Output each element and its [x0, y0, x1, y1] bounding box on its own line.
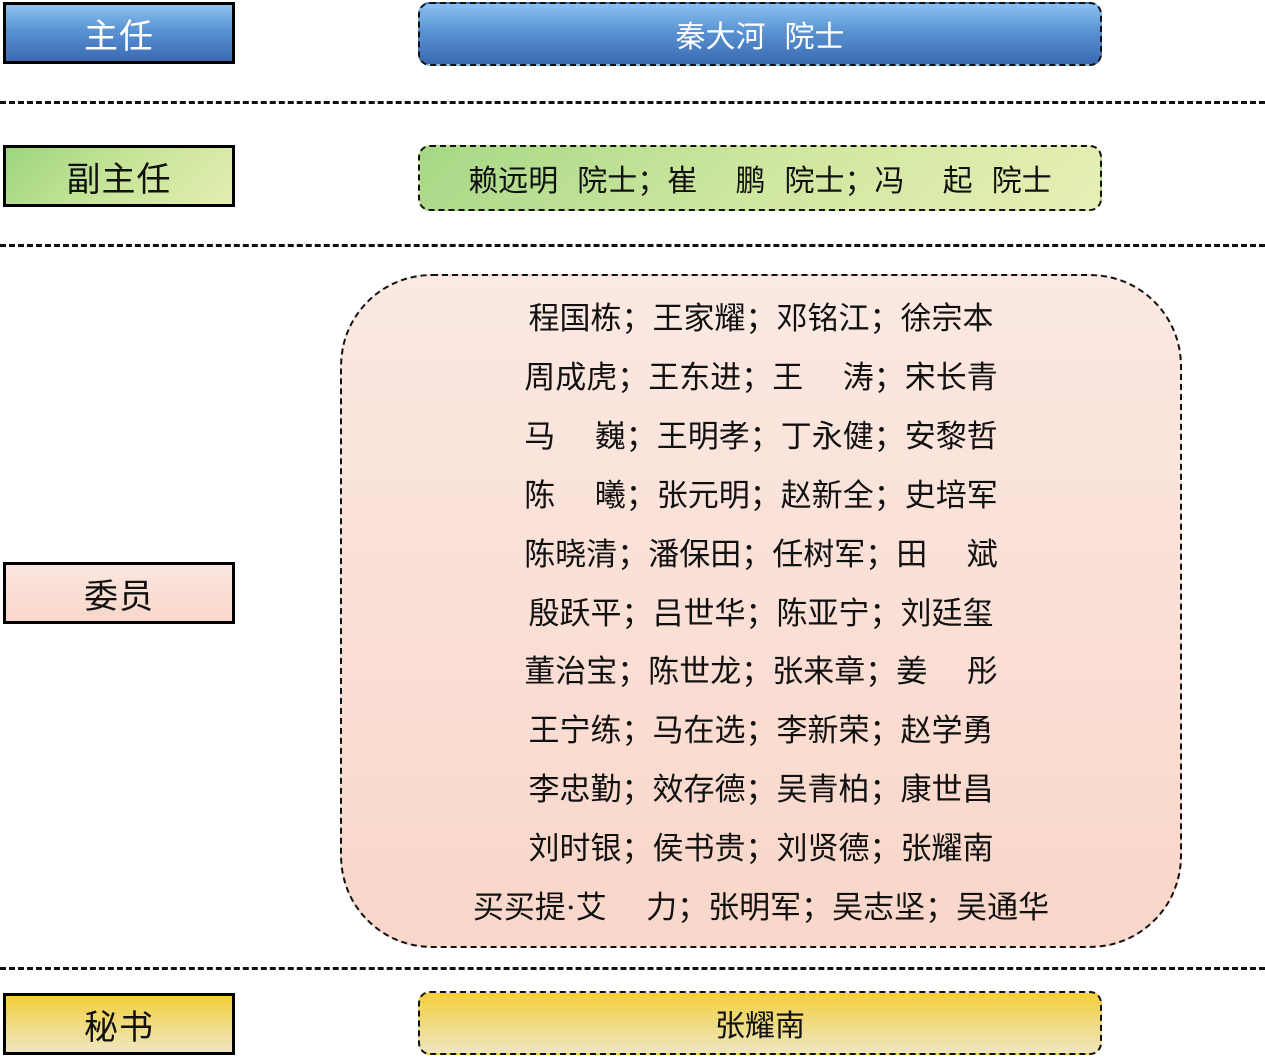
- role-label-text: 主任: [84, 16, 154, 57]
- member-row: 陈晓清；潘保田；任树军；田 斌: [524, 536, 998, 573]
- member-names: 赖远明 院士；崔 鹏 院士；冯 起 院士: [468, 164, 1052, 199]
- member-row: 周成虎；王东进；王 涛；宋长青: [524, 359, 998, 396]
- member-row: 马 巍；王明孝；丁永健；安黎哲: [524, 418, 998, 455]
- member-row: 董治宝；陈世龙；张来章；姜 彤: [524, 654, 998, 691]
- section-divider: [0, 244, 1265, 247]
- role-label-secretary: 秘书: [3, 993, 235, 1055]
- role-label-text: 副主任: [66, 159, 172, 200]
- member-row: 买买提·艾 力；张明军；吴志坚；吴通华: [472, 890, 1050, 927]
- member-box-secretary: 张耀南: [418, 991, 1102, 1055]
- member-row: 陈 曦；张元明；赵新全；史培军: [524, 477, 998, 514]
- role-label-deputy-director: 副主任: [3, 145, 235, 207]
- member-row: 刘时银；侯书贵；刘贤德；张耀南: [528, 831, 994, 868]
- member-names: 张耀南: [715, 1009, 805, 1044]
- role-label-director: 主任: [3, 2, 235, 64]
- member-row: 殷跃平；吕世华；陈亚宁；刘廷玺: [528, 595, 994, 632]
- member-row: 程国栋；王家耀；邓铭江；徐宗本: [528, 301, 994, 337]
- member-box-committee-members: 程国栋；王家耀；邓铭江；徐宗本 周成虎；王东进；王 涛；宋长青 马 巍；王明孝；…: [340, 274, 1182, 948]
- member-box-deputy-director: 赖远明 院士；崔 鹏 院士；冯 起 院士: [418, 145, 1102, 211]
- member-names: 秦大河 院士: [675, 20, 845, 55]
- member-row: 王宁练；马在选；李新荣；赵学勇: [528, 713, 994, 750]
- section-divider: [0, 967, 1265, 970]
- role-label-text: 委员: [84, 576, 154, 617]
- role-label-committee-members: 委员: [3, 562, 235, 624]
- role-label-text: 秘书: [84, 1007, 154, 1048]
- section-divider: [0, 101, 1265, 104]
- member-row: 李忠勤；效存德；吴青柏；康世昌: [528, 772, 994, 809]
- member-box-director: 秦大河 院士: [418, 2, 1102, 66]
